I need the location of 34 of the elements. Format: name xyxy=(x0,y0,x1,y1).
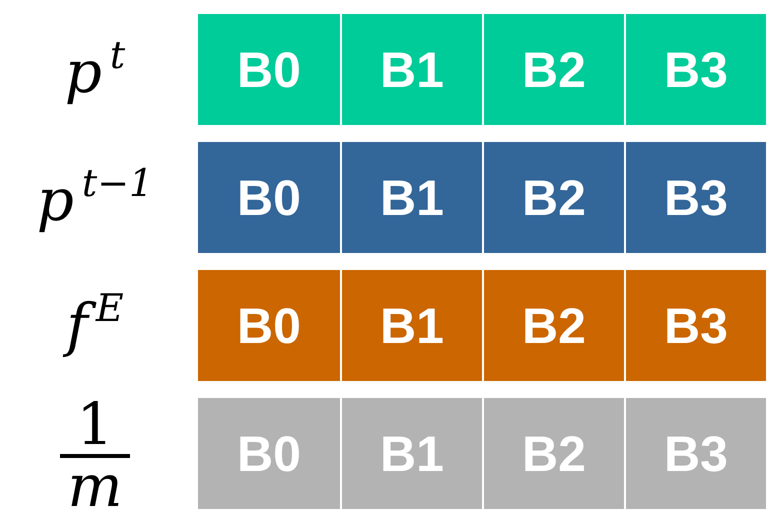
block-label: B2 xyxy=(522,424,586,482)
block-label: B2 xyxy=(522,40,586,98)
block-label: B1 xyxy=(380,40,444,98)
block-label: B1 xyxy=(380,296,444,354)
row-label: m xyxy=(68,457,122,511)
block-cell xyxy=(198,142,340,253)
block-label: B1 xyxy=(380,168,444,226)
block-cell xyxy=(340,398,482,509)
block-cell xyxy=(340,270,482,381)
block-label: B0 xyxy=(237,296,301,354)
block-label: B0 xyxy=(237,424,301,482)
block-label: B2 xyxy=(522,296,586,354)
block-label: B1 xyxy=(380,424,444,482)
block-label: B3 xyxy=(664,168,728,226)
block-label: B0 xyxy=(237,168,301,226)
block-label: B0 xyxy=(237,40,301,98)
row-label: 1 xyxy=(76,395,114,453)
block-cell xyxy=(624,142,766,253)
block-cell xyxy=(624,14,766,125)
block-cell xyxy=(482,142,624,253)
block-cell xyxy=(340,142,482,253)
block-cell xyxy=(624,270,766,381)
block-cell xyxy=(482,398,624,509)
block-label: B3 xyxy=(664,40,728,98)
block-label: B3 xyxy=(664,424,728,482)
block-cell xyxy=(482,14,624,125)
block-cell xyxy=(340,14,482,125)
block-cell xyxy=(624,398,766,509)
block-label: B3 xyxy=(664,296,728,354)
block-cell xyxy=(198,398,340,509)
block-cell xyxy=(482,270,624,381)
block-cell xyxy=(198,270,340,381)
block-cell xyxy=(198,14,340,125)
block-label: B2 xyxy=(522,168,586,226)
